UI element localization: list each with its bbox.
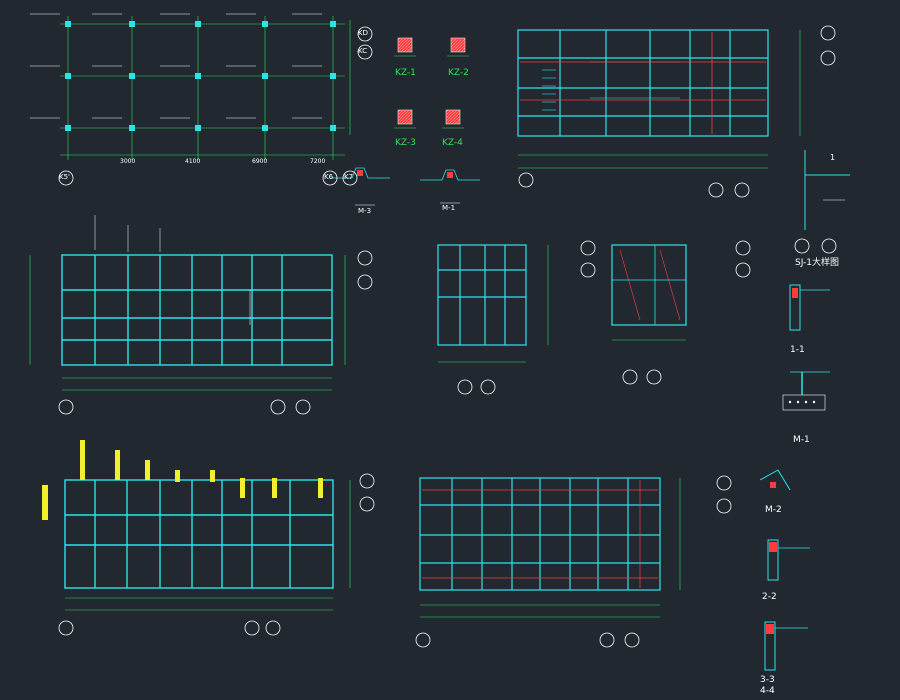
plan-f-yellow-notes — [42, 440, 323, 520]
section-label-m-1-small: M-1 — [442, 204, 456, 212]
column-details — [394, 37, 469, 129]
roof-framing-plan — [517, 29, 769, 137]
section-label-m-1: M-1 — [793, 435, 810, 445]
grid-bubbles — [58, 25, 837, 648]
section-mark-1: 1 — [830, 153, 836, 162]
plan-a-tags — [30, 13, 322, 119]
slab-plan — [611, 244, 687, 341]
dimension-text-3: 6900 — [252, 158, 268, 165]
detail-m-1 — [782, 371, 830, 411]
detail-2-2 — [767, 539, 810, 581]
first-floor-framing-plan — [419, 477, 661, 591]
plan-c-annotations — [94, 215, 251, 325]
detail-m-2 — [759, 469, 791, 491]
grid-label-k5: K5' — [59, 173, 70, 181]
column-detail-kz3: KZ-3 — [395, 138, 416, 148]
foundation-beam-plan — [61, 254, 333, 366]
sj1-detail-title: SJ-1大样图 — [795, 258, 840, 268]
sj1-detail — [804, 150, 850, 230]
section-label-m-3: M-3 — [358, 207, 372, 215]
grid-label-k6: K6 — [324, 173, 334, 181]
first-floor-beam-plan — [437, 244, 527, 346]
dimension-text-1: 3000 — [120, 158, 136, 165]
plan-d-dimensions — [438, 245, 549, 363]
section-label-4-4: 4-4 — [760, 686, 775, 696]
dimension-text-4: 7200 — [310, 158, 326, 165]
section-label-m-2: M-2 — [765, 505, 782, 515]
plan-a-columns — [65, 21, 336, 131]
column-detail-kz2: KZ-2 — [448, 68, 469, 78]
plan-g-dimensions — [420, 478, 681, 618]
plan-f-dimensions — [65, 480, 351, 611]
section-label-3-3: 3-3 — [760, 675, 775, 685]
column-layout-plan — [60, 16, 351, 160]
section-label-2-2: 2-2 — [762, 592, 777, 602]
roof-red-lines — [520, 32, 766, 134]
small-details-m3-m1 — [330, 167, 480, 206]
detail-1-1 — [789, 284, 830, 331]
grid-label-kd: KD — [358, 29, 368, 37]
roof-dimensions — [518, 30, 801, 169]
roof-stair — [542, 61, 680, 111]
column-detail-kz1: KZ-1 — [395, 68, 416, 78]
grid-label-k7: K7 — [344, 173, 354, 181]
grid-label-kc: KC — [358, 47, 368, 55]
first-floor-plan — [64, 479, 334, 589]
plan-c-dimensions — [29, 255, 346, 391]
plan-g-red-lines — [422, 480, 658, 588]
detail-3-3 — [764, 621, 808, 671]
column-detail-kz4: KZ-4 — [442, 138, 463, 148]
section-label-1-1: 1-1 — [790, 345, 805, 355]
dimension-text-2: 4100 — [185, 158, 201, 165]
